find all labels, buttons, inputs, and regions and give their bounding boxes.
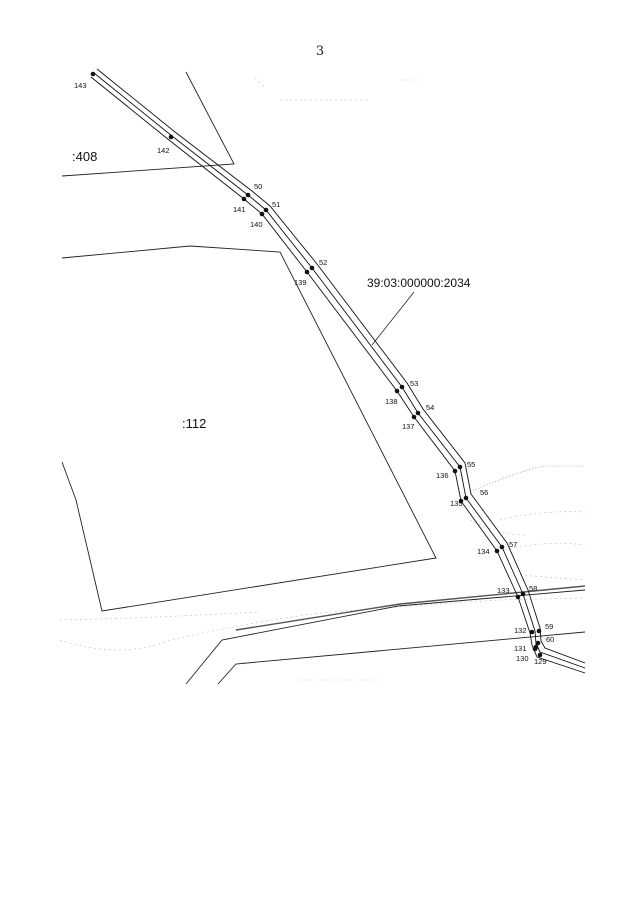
point-label-138: 138	[385, 397, 398, 406]
point-label-134: 134	[477, 547, 490, 556]
point-label-60: 60	[546, 635, 554, 644]
point-label-129: 129	[534, 657, 547, 666]
point-marker-58	[520, 591, 526, 597]
point-label-58: 58	[529, 584, 537, 593]
point-label-135: 135	[450, 499, 463, 508]
point-label-55: 55	[467, 460, 475, 469]
road-boundaries	[185, 589, 586, 685]
point-label-137: 137	[402, 422, 415, 431]
point-marker-60	[535, 640, 541, 646]
parcel-label-112: :112	[182, 416, 206, 431]
point-marker-132	[529, 629, 535, 635]
point-label-51: 51	[272, 200, 280, 209]
point-marker-141	[241, 196, 247, 202]
point-marker-56	[463, 495, 469, 501]
point-label-50: 50	[254, 182, 262, 191]
point-marker-51	[263, 207, 269, 213]
point-label-131: 131	[514, 644, 527, 653]
point-label-56: 56	[480, 488, 488, 497]
point-label-59: 59	[545, 622, 553, 631]
point-label-142: 142	[157, 146, 170, 155]
point-marker-143	[90, 71, 96, 77]
cadastral-number-label: 39:03:000000:2034	[367, 276, 471, 290]
point-marker-134	[494, 548, 500, 554]
point-label-136: 136	[436, 471, 449, 480]
parcel-label-408: :408	[72, 149, 97, 164]
point-label-130: 130	[516, 654, 529, 663]
point-label-141: 141	[233, 205, 246, 214]
boundary-points: 143 142 50 141 51 140 52 139 53 138 54 137 55 136 56 13…	[74, 71, 554, 666]
point-label-143: 143	[74, 81, 87, 90]
point-marker-129	[537, 652, 543, 658]
point-label-53: 53	[410, 379, 418, 388]
corridor-2034	[90, 68, 586, 674]
point-marker-55	[457, 464, 463, 470]
point-marker-138	[394, 388, 400, 394]
point-marker-140	[259, 211, 265, 217]
point-marker-137	[411, 414, 417, 420]
point-marker-52	[309, 265, 315, 271]
point-marker-53	[399, 384, 405, 390]
parcel-408-boundary	[61, 71, 235, 177]
point-marker-50	[245, 192, 251, 198]
point-marker-133	[515, 594, 521, 600]
point-marker-130	[532, 646, 538, 652]
point-marker-57	[499, 544, 505, 550]
point-marker-139	[304, 269, 310, 275]
point-label-139: 139	[294, 278, 307, 287]
point-label-54: 54	[426, 403, 434, 412]
callout-leader-line	[371, 291, 415, 346]
point-marker-59	[536, 628, 542, 634]
point-label-57: 57	[509, 540, 517, 549]
point-marker-135	[458, 498, 464, 504]
page-number: 3	[315, 44, 325, 59]
point-label-140: 140	[250, 220, 263, 229]
point-label-133: 133	[497, 586, 510, 595]
point-marker-136	[452, 468, 458, 474]
point-label-52: 52	[319, 258, 327, 267]
point-marker-142	[168, 134, 174, 140]
point-label-132: 132	[514, 626, 527, 635]
point-marker-54	[415, 410, 421, 416]
parcel-112-boundary	[61, 245, 437, 612]
